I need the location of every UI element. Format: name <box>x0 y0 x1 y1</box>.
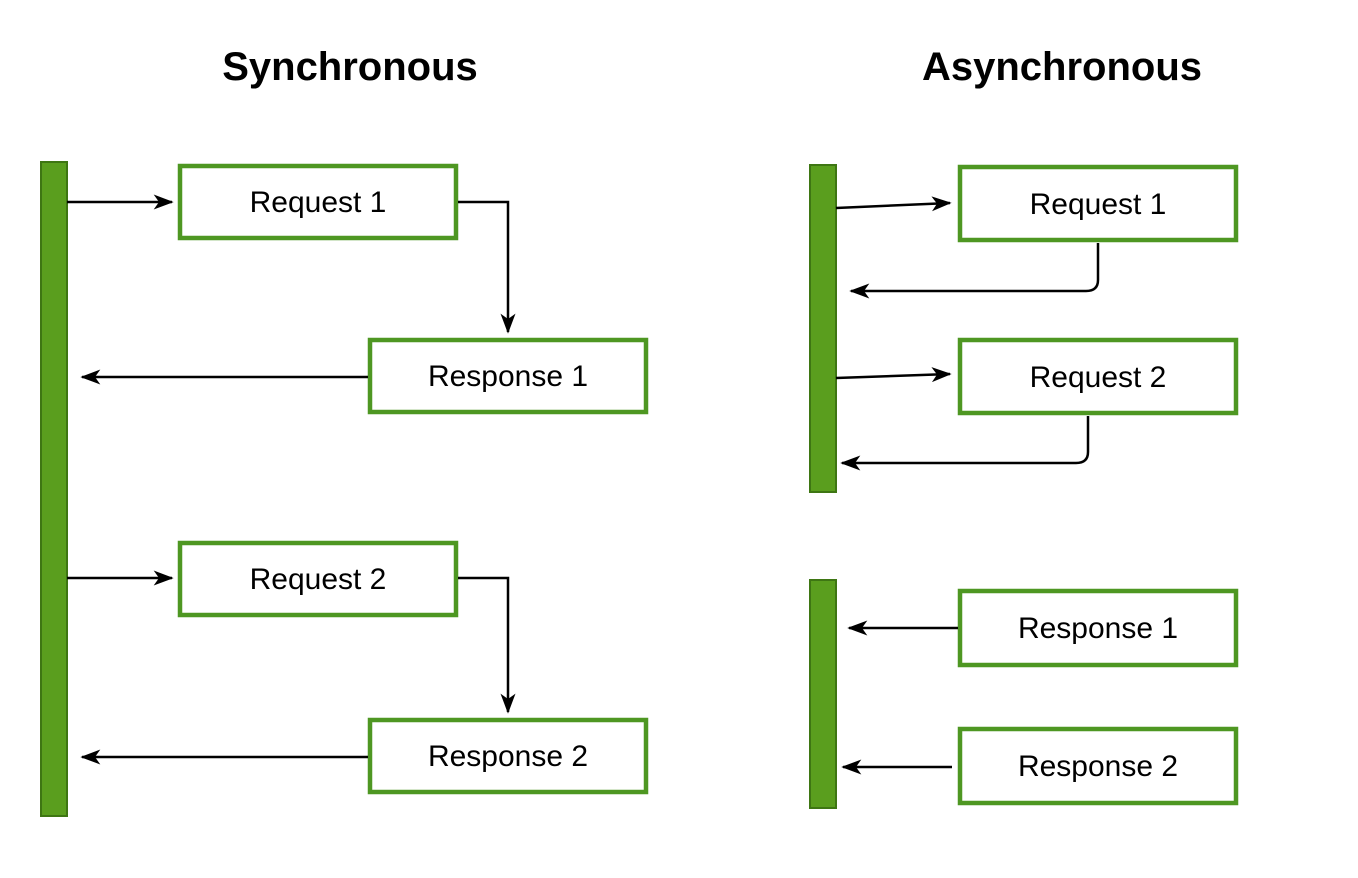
async-response-2-label: Response 2 <box>1018 750 1178 783</box>
sync-request-2-box <box>177 540 459 618</box>
async-lifeline-bar-bottom <box>809 579 837 809</box>
sync-response-2-box <box>367 717 649 795</box>
sync-request-1-to-response-1-connector <box>458 200 516 334</box>
sync-response-1-box <box>367 337 649 415</box>
sync-response-1-label: Response 1 <box>428 360 588 393</box>
async-request-1-box <box>957 164 1239 243</box>
sync-request-1-box <box>177 163 459 241</box>
async-response-2-box <box>957 726 1239 806</box>
async-request-1-label: Request 1 <box>1030 188 1167 221</box>
sync-request-2-to-response-2-connector <box>458 576 516 714</box>
sync-request-2-label: Request 2 <box>250 563 387 596</box>
async-request-2-arrow <box>835 367 952 383</box>
async-request-1-arrow <box>835 196 952 212</box>
async-request-2-box <box>957 337 1239 416</box>
async-request-2-label: Request 2 <box>1030 361 1167 394</box>
sync-request-1-label: Request 1 <box>250 186 387 219</box>
synchronous-title: Synchronous <box>222 45 478 89</box>
async-response-1-box <box>957 588 1239 668</box>
async-request-2-return-connector <box>840 416 1090 471</box>
sync-response-2-label: Response 2 <box>428 740 588 773</box>
async-request-1-return-connector <box>849 243 1100 299</box>
async-lifeline-bar-top <box>809 164 837 493</box>
async-response-1-label: Response 1 <box>1018 612 1178 645</box>
sync-lifeline-bar <box>40 161 68 817</box>
asynchronous-title: Asynchronous <box>922 45 1202 89</box>
